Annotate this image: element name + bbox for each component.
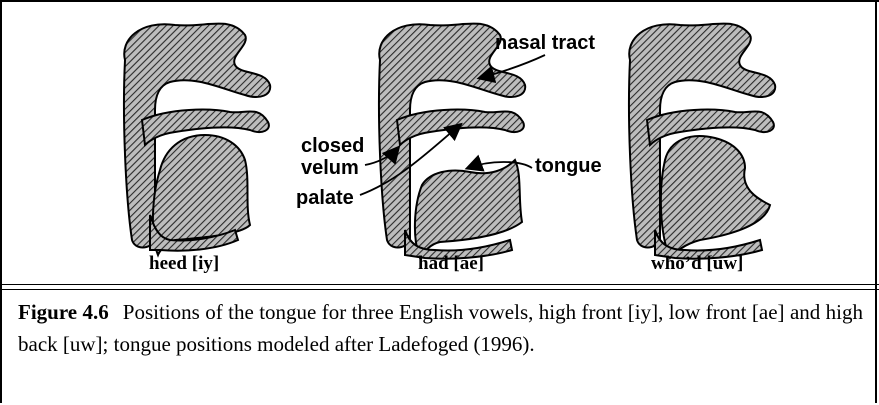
label-velum: velum — [301, 157, 359, 179]
vocal-tract-whod — [629, 24, 775, 259]
panel-label-heed: heed [iy] — [149, 253, 219, 274]
panel-label-whod: who’d [uw] — [651, 253, 743, 274]
figure-number: Figure 4.6 — [18, 300, 109, 324]
vocal-tract-heed — [124, 24, 270, 255]
label-tongue: tongue — [535, 155, 602, 177]
label-palate: palate — [296, 187, 354, 209]
label-closed: closed — [301, 135, 364, 157]
figure-caption-text: Positions of the tongue for three Englis… — [18, 300, 863, 356]
label-nasal-tract: nasal tract — [495, 32, 595, 54]
vocal-tract-had — [379, 24, 525, 259]
panel-label-had: had [ae] — [418, 253, 484, 274]
vocal-tract-diagram: nasal tract closed velum tongue palate h… — [0, 0, 879, 290]
